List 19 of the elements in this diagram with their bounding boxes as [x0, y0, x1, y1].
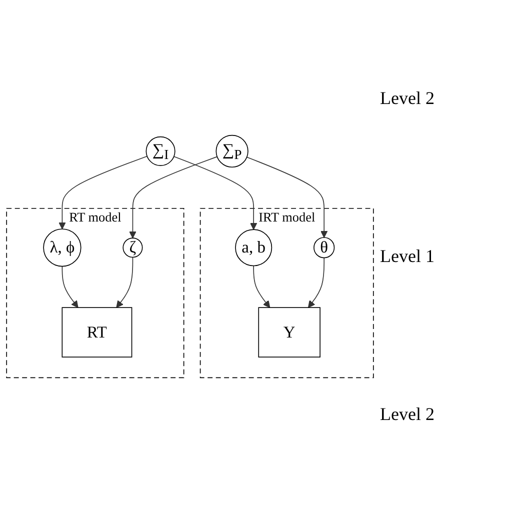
arrow	[174, 156, 258, 230]
node-circle: a, b	[235, 229, 272, 266]
node-circle: ∑$_{I}$	[146, 136, 176, 166]
node-circle: ∑$_{P}$	[216, 134, 248, 168]
arrow	[253, 265, 270, 308]
node-box: RT	[62, 307, 132, 358]
arrow	[58, 156, 148, 230]
node-box: Y	[258, 307, 320, 358]
node-circle: ζ	[122, 238, 143, 258]
arrow	[129, 156, 218, 238]
level-label: Level 2	[380, 88, 436, 110]
node-circle: θ	[314, 237, 335, 258]
level-label: Level 2	[380, 404, 436, 425]
node-circle: λ, ϕ	[43, 228, 82, 267]
arrow	[246, 156, 328, 238]
arrow	[116, 256, 134, 308]
arrow	[308, 257, 324, 308]
arrow	[62, 266, 78, 308]
level-label: Level 1	[380, 246, 436, 267]
